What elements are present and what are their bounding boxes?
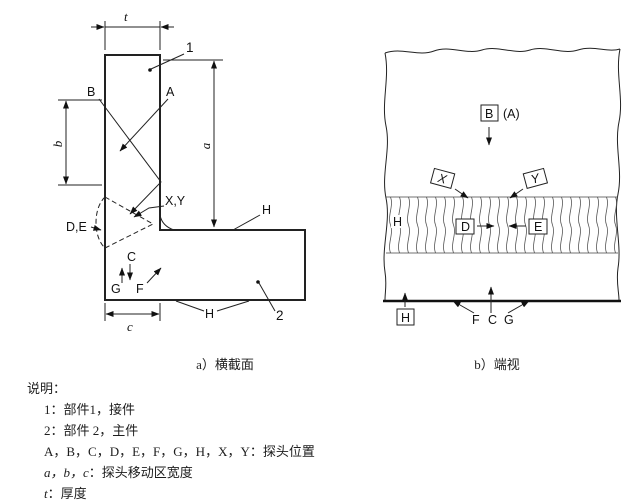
- legend-desc: ：部件 2，主件: [50, 423, 139, 438]
- label-probe-b: B: [87, 85, 95, 99]
- label-probe-c: C: [127, 250, 136, 264]
- probe-box-x: X: [429, 167, 456, 189]
- legend-desc: ：厚度: [47, 486, 87, 501]
- label-dim-t: t: [124, 9, 128, 24]
- arrow-y: [509, 188, 524, 199]
- legend-desc: ：探头移动区宽度: [88, 465, 193, 480]
- label-probe-de: D,E: [66, 220, 87, 234]
- probe-box-b: [480, 104, 499, 122]
- arrow-f: [452, 300, 475, 314]
- figure-canvas: 1 2 B A X,Y D,E H C G F H t b a c: [50, 9, 622, 334]
- label-probe-h-side: H: [393, 215, 402, 229]
- break-edges: [383, 47, 622, 301]
- dimension-a: [163, 59, 223, 228]
- label-probe-a-ref: (A): [503, 107, 520, 121]
- dimension-t: [91, 21, 174, 50]
- legend-term: 1: [44, 402, 51, 417]
- legend-desc: ：探头位置: [249, 444, 315, 459]
- label-probe-g: G: [504, 313, 514, 327]
- label-probe-g: G: [111, 282, 121, 296]
- label-probe-x: X: [435, 171, 448, 187]
- legend-term: A，B，C，D，E，F，G，H，X，Y: [44, 444, 250, 459]
- legend-item-probes: A，B，C，D，E，F，G，H，X，Y：探头位置: [44, 441, 315, 462]
- label-dim-b: b: [50, 140, 65, 147]
- legend-items: 1：部件1，接件 2：部件 2，主件 A，B，C，D，E，F，G，H，X，Y：探…: [44, 399, 315, 504]
- label-backing: [391, 215, 404, 228]
- label-probe-h-side: H: [262, 203, 271, 217]
- probe-box-y: Y: [522, 167, 549, 189]
- legend-term: a，b，c: [44, 465, 89, 480]
- fillet-weld-arc: [159, 214, 175, 231]
- arrow-x: [454, 188, 469, 199]
- end-view-diagram: B (A) X Y D E H: [383, 47, 622, 327]
- label-part2: 2: [276, 308, 284, 323]
- legend-title: 说明：: [27, 381, 67, 396]
- label-dim-c: c: [127, 319, 133, 334]
- joint-outline: [104, 54, 306, 301]
- label-probe-f: F: [136, 282, 144, 296]
- beam-arrows: [90, 98, 169, 284]
- legend-item-part1: 1：部件1，接件: [44, 399, 315, 420]
- label-probe-e: E: [534, 220, 542, 234]
- legend-item-t: t：厚度: [44, 483, 315, 504]
- legend-item-part2: 2：部件 2，主件: [44, 420, 315, 441]
- caption-cross-section: a）横截面: [196, 357, 254, 372]
- legend-desc: ：部件1，接件: [50, 402, 136, 417]
- leader-lines: [148, 53, 276, 312]
- probe-box-d: [455, 218, 475, 235]
- legend-item-abc: a，b，c：探头移动区宽度: [44, 462, 315, 483]
- label-probe-h-bottom: H: [205, 307, 214, 321]
- label-probe-f: F: [472, 313, 480, 327]
- weld-bead-dashed: [95, 196, 154, 249]
- probe-box-h: [396, 308, 415, 326]
- legend-term: t: [44, 486, 48, 501]
- label-probe-xy: X,Y: [165, 194, 186, 208]
- caption-end-view: b）端视: [474, 357, 520, 372]
- weld-band: [386, 196, 618, 254]
- label-probe-a: A: [166, 85, 175, 99]
- label-probe-b: B: [485, 107, 493, 121]
- probe-box-e: [528, 218, 548, 235]
- label-probe-h-bottom: H: [401, 311, 410, 325]
- dimension-c: [104, 303, 161, 321]
- legend-term: 2: [44, 423, 51, 438]
- dimension-b: [58, 99, 102, 186]
- legend: 说明： 1：部件1，接件 2：部件 2，主件 A，B，C，D，E，F，G，H，X…: [27, 378, 315, 504]
- label-probe-c: C: [488, 313, 497, 327]
- label-probe-d: D: [461, 220, 470, 234]
- arrow-g: [507, 300, 530, 314]
- cross-section-diagram: 1 2 B A X,Y D,E H C G F H t b a c: [50, 9, 306, 334]
- label-dim-a: a: [198, 142, 213, 149]
- label-part1: 1: [186, 40, 194, 55]
